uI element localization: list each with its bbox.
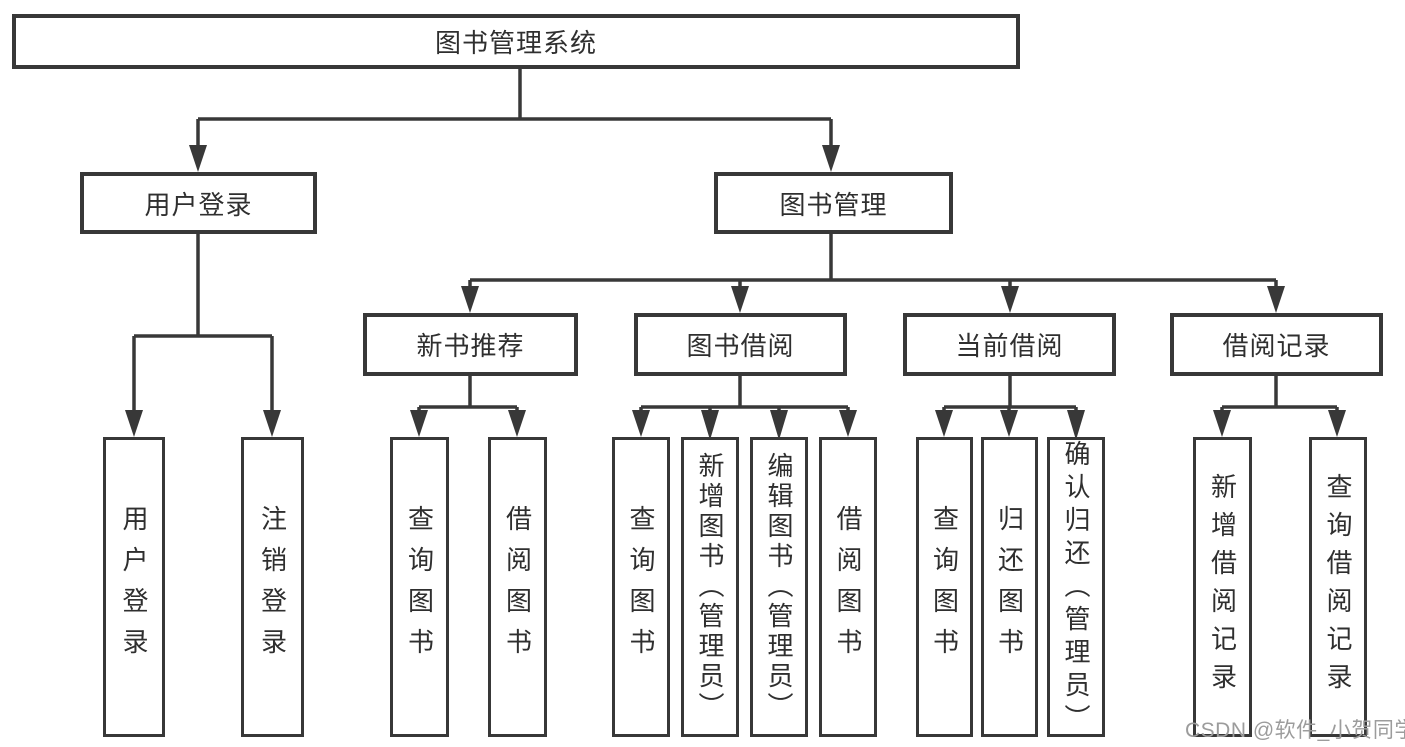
leaf-query-books: 查询图书 (612, 437, 670, 737)
node-new-book-recommendation: 新书推荐 (363, 313, 578, 376)
leaf-query-books: 查询图书 (390, 437, 449, 737)
leaf-edit-books-admin: 编辑图书（管理员） (750, 437, 808, 737)
node-book-borrowing: 图书借阅 (634, 313, 847, 376)
arrow-down-icon (632, 410, 650, 437)
edge-currentborrow-to-leaves (942, 376, 1078, 413)
leaf-user-login: 用户登录 (103, 437, 165, 737)
arrow-down-icon (1328, 410, 1346, 437)
leaf-add-books-admin: 新增图书（管理员） (681, 437, 739, 737)
edge-userlogin-to-leaves (132, 234, 274, 413)
arrow-down-icon (461, 286, 479, 313)
edge-borrowrecord-to-leaves (1220, 376, 1339, 413)
leaf-query-borrow-record: 查询借阅记录 (1309, 437, 1367, 737)
arrow-down-icon (1067, 410, 1085, 440)
arrow-down-icon (125, 410, 143, 437)
arrow-down-icon (1000, 410, 1018, 437)
arrow-down-icon (701, 410, 719, 440)
arrowheads (125, 145, 1346, 440)
connector-edges (132, 68, 1339, 413)
edge-newbookrec-to-leaves (417, 376, 519, 413)
node-borrowing-records: 借阅记录 (1170, 313, 1383, 376)
node-user-login: 用户登录 (80, 172, 317, 234)
arrow-down-icon (263, 410, 281, 437)
leaf-add-borrow-record: 新增借阅记录 (1193, 437, 1252, 737)
arrow-down-icon (189, 145, 207, 172)
leaf-borrow-books: 借阅图书 (819, 437, 877, 737)
csdn-watermark: CSDN @软件_小贺同学 (1185, 719, 1405, 742)
arrow-down-icon (508, 410, 526, 437)
node-current-borrowing: 当前借阅 (903, 313, 1116, 376)
arrow-down-icon (731, 286, 749, 313)
leaf-query-books: 查询图书 (916, 437, 973, 737)
arrow-down-icon (1213, 410, 1231, 437)
arrow-down-icon (839, 410, 857, 437)
arrow-down-icon (1001, 286, 1019, 313)
node-book-management: 图书管理 (714, 172, 953, 234)
edge-root-to-level2 (196, 68, 833, 148)
arrow-down-icon (822, 145, 840, 172)
leaf-borrow-books: 借阅图书 (488, 437, 547, 737)
arrow-down-icon (410, 410, 428, 437)
edge-bookborrow-to-leaves (639, 376, 850, 413)
leaf-logout-login: 注销登录 (241, 437, 304, 737)
arrow-down-icon (935, 410, 953, 437)
edge-bookmgmt-to-level3 (468, 234, 1278, 290)
leaf-return-books: 归还图书 (981, 437, 1038, 737)
leaf-confirm-return-admin: 确认归还（管理员） (1047, 437, 1105, 737)
arrow-down-icon (770, 410, 788, 440)
arrow-down-icon (1267, 286, 1285, 313)
node-library-management-system: 图书管理系统 (12, 14, 1020, 69)
